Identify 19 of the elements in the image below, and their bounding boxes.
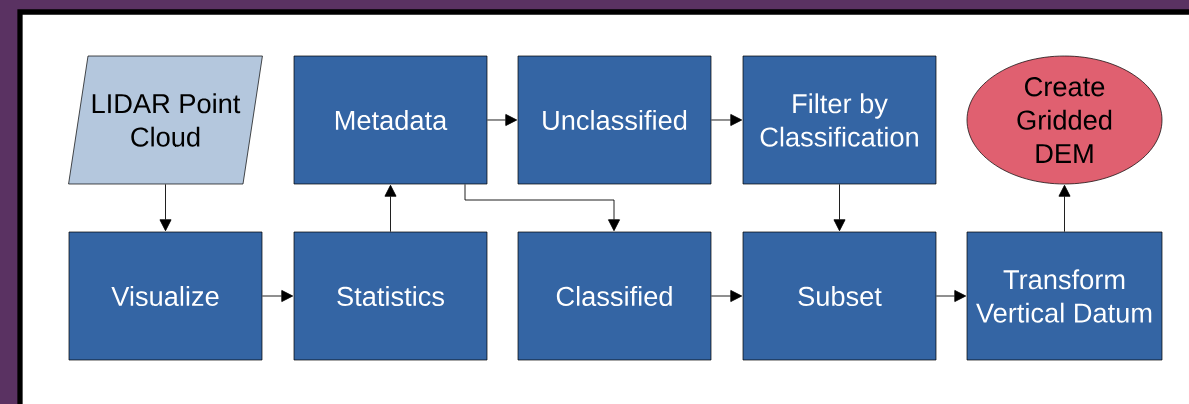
process-box: Subset	[742, 231, 937, 361]
arrow	[159, 183, 172, 232]
process-box: Statistics	[293, 231, 488, 361]
data-parallelogram: LIDAR Point Cloud	[68, 55, 263, 185]
arrow	[1058, 184, 1071, 233]
process-box: Visualize	[68, 231, 263, 361]
arrow	[935, 290, 967, 302]
arrow	[486, 114, 518, 126]
arrow	[464, 183, 620, 232]
process-box: Filter by Classification	[742, 55, 937, 185]
process-box: Transform Vertical Datum	[966, 231, 1163, 361]
process-box: Unclassified	[517, 55, 712, 185]
process-box: Metadata	[293, 55, 488, 185]
arrow	[710, 114, 743, 126]
arrow	[384, 184, 397, 233]
arrow	[261, 290, 294, 302]
process-box: Classified	[517, 231, 712, 361]
arrow	[833, 183, 846, 232]
arrow	[710, 290, 743, 302]
